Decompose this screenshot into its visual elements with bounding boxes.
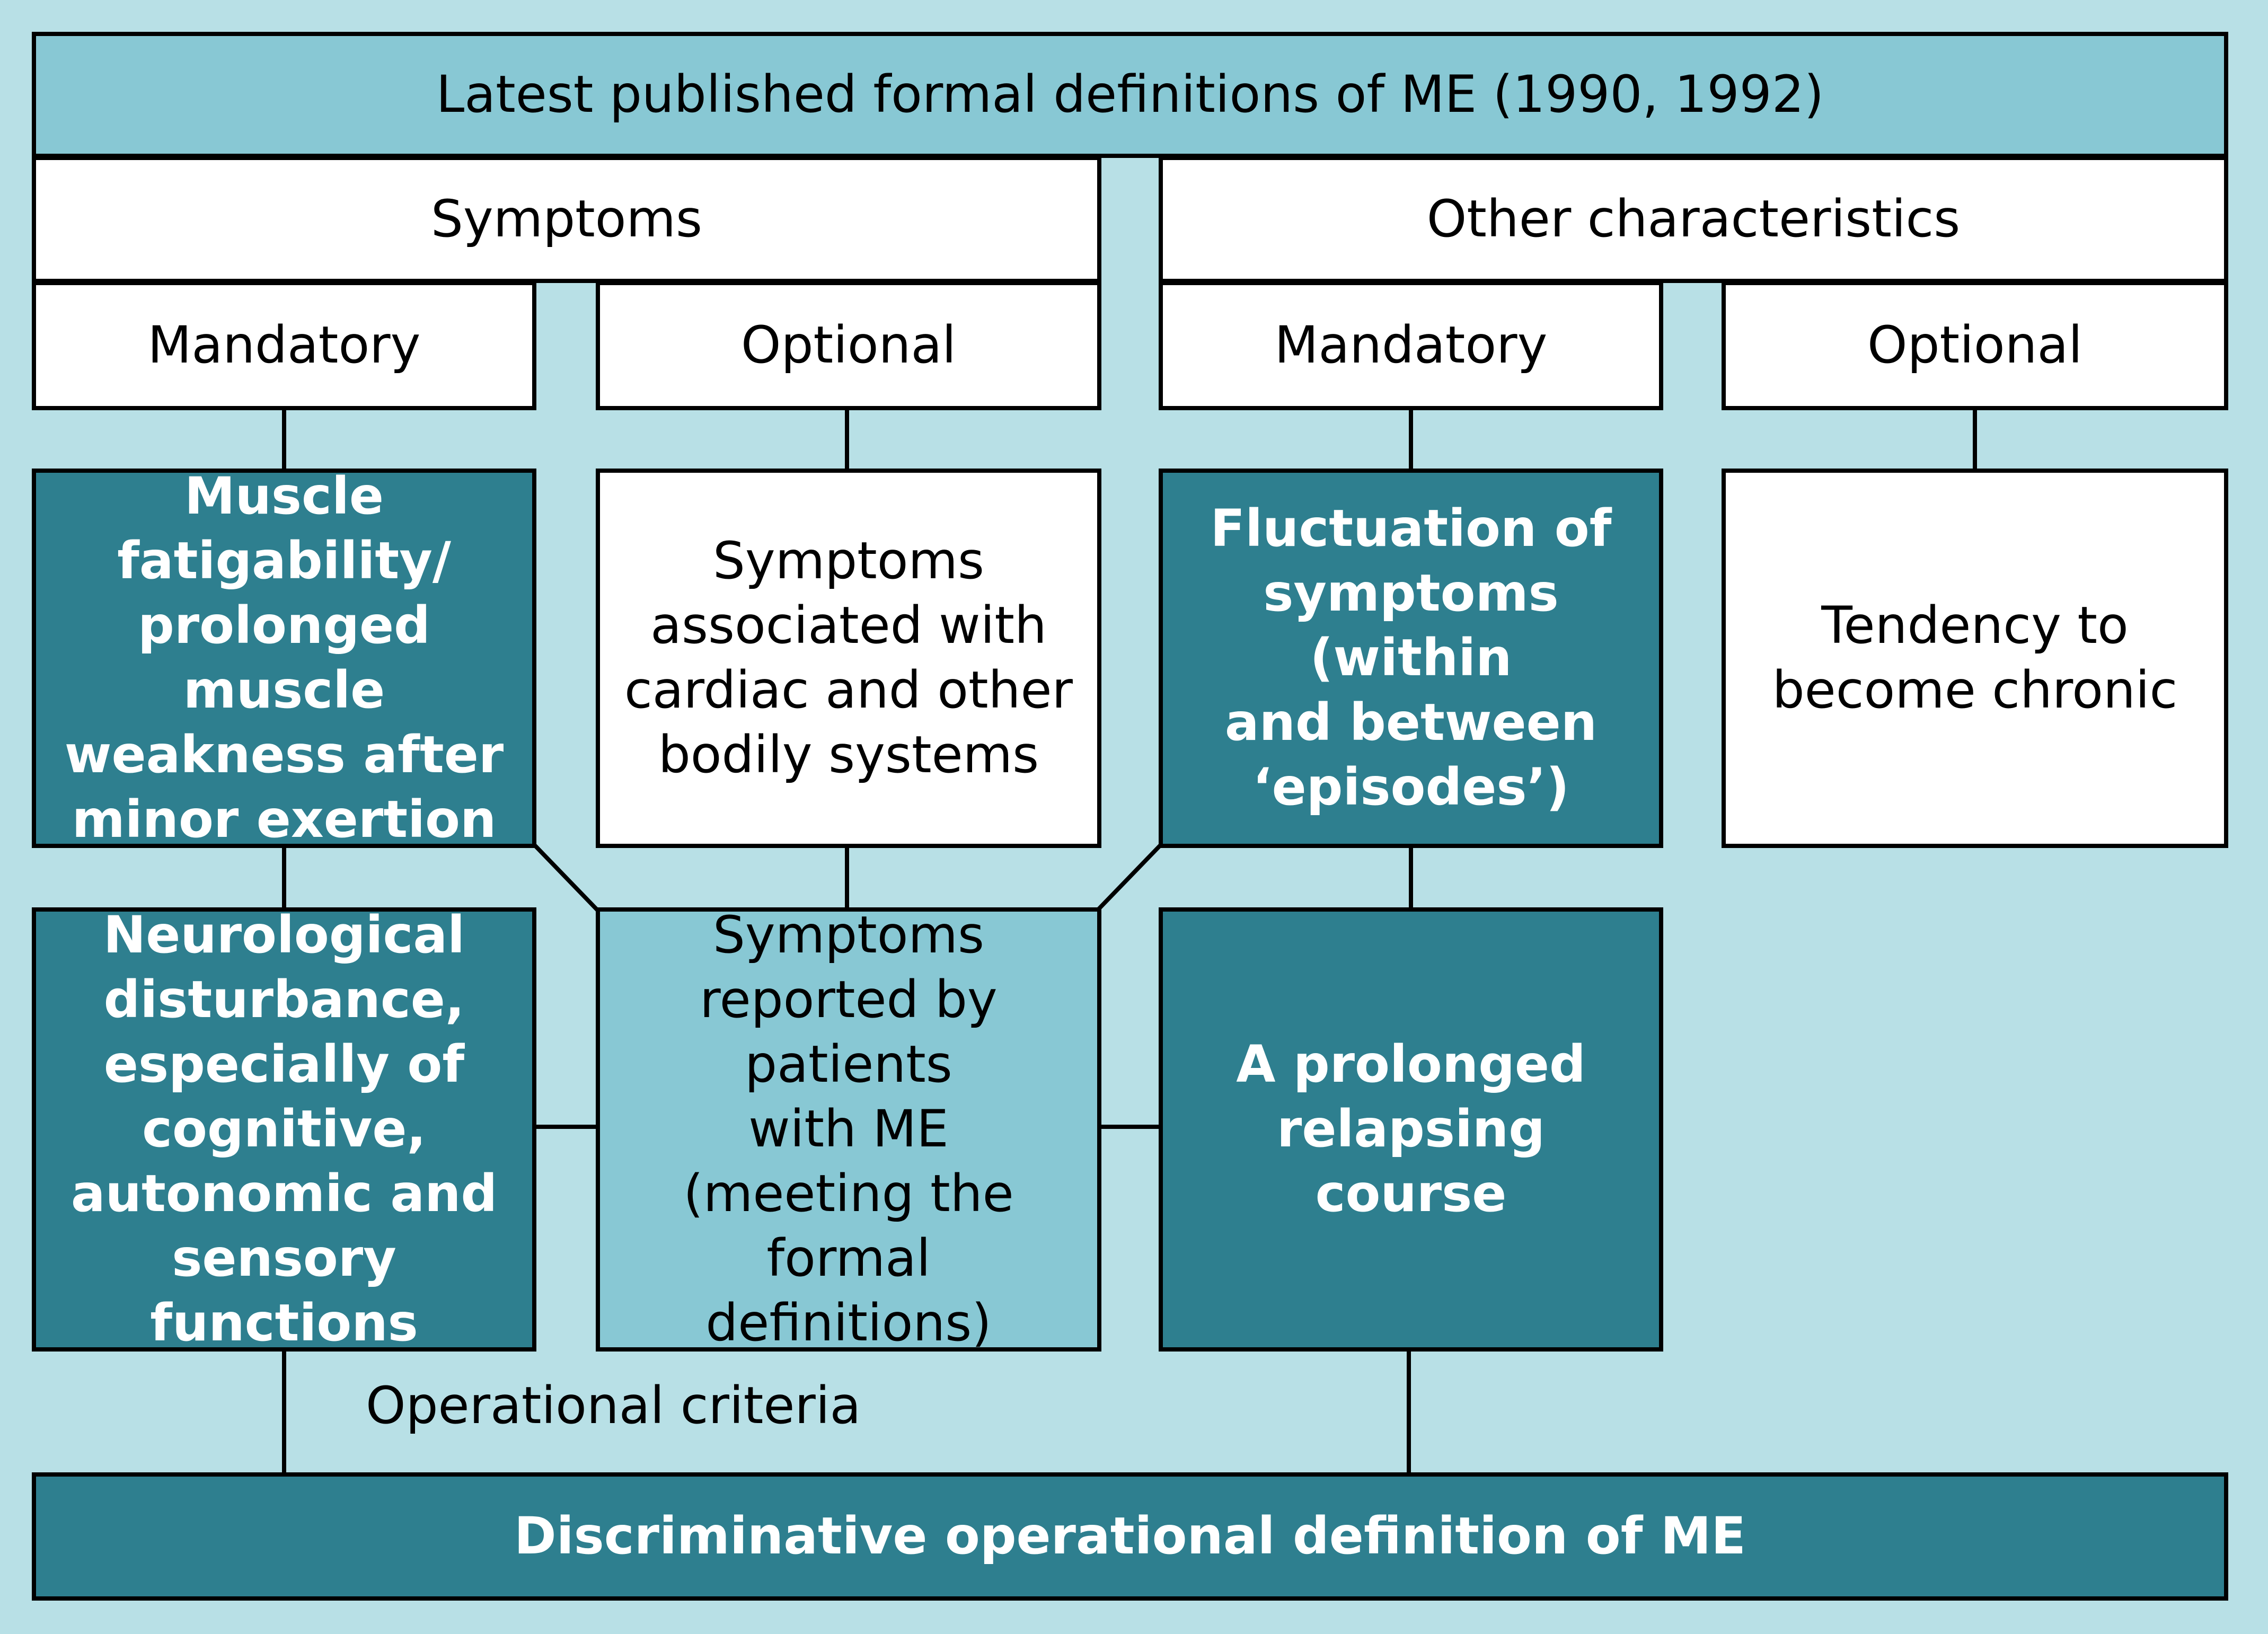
muscle-fatigability-box: Muscle fatigability/ prolonged muscle we… <box>32 466 536 849</box>
symptoms-header: Symptoms <box>430 189 703 249</box>
connector-muscle-neuro <box>282 847 286 909</box>
connector-oth-mandatory <box>1409 408 1413 471</box>
connector-sym-optional <box>845 408 849 471</box>
sym-mandatory-box: Mandatory <box>32 281 536 410</box>
connector-neuro-reported <box>534 1125 598 1129</box>
top-title: Latest published formal definitions of M… <box>436 65 1824 125</box>
connector-muscle-reported <box>533 843 599 912</box>
sym-mandatory-label: Mandatory <box>147 315 421 375</box>
relapsing-course-text: A prolonged relapsing course <box>1236 1035 1586 1223</box>
other-header-box: Other characteristics <box>1159 156 2228 283</box>
chronic-box: Tendency to become chronic <box>1722 469 2228 848</box>
connector-relapsing-bottom <box>1407 1349 1411 1474</box>
chronic-text: Tendency to become chronic <box>1772 596 2178 720</box>
cardiac-symptoms-text: Symptoms associated with cardiac and oth… <box>624 531 1073 784</box>
connector-oth-optional <box>1973 408 1977 471</box>
cardiac-symptoms-box: Symptoms associated with cardiac and oth… <box>596 469 1101 848</box>
neurological-box: Neurological disturbance, especially of … <box>32 905 536 1353</box>
neurological-text: Neurological disturbance, especially of … <box>70 905 498 1353</box>
symptoms-header-box: Symptoms <box>32 156 1101 283</box>
relapsing-course-box: A prolonged relapsing course <box>1159 907 1663 1352</box>
sym-optional-label: Optional <box>741 315 956 375</box>
muscle-fatigability-text: Muscle fatigability/ prolonged muscle we… <box>64 466 504 849</box>
connector-fluct-relapsing <box>1409 847 1413 909</box>
top-title-box: Latest published formal definitions of M… <box>32 32 2228 158</box>
oth-mandatory-label: Mandatory <box>1274 315 1548 375</box>
fluctuation-box: Fluctuation of symptoms (within and betw… <box>1159 469 1663 848</box>
reported-symptoms-text: Symptoms reported by patients with ME (m… <box>683 905 1014 1353</box>
other-header: Other characteristics <box>1426 189 1961 249</box>
connector-fluct-reported <box>1096 843 1162 912</box>
bottom-title: Discriminative operational definition of… <box>514 1506 1746 1566</box>
sym-optional-box: Optional <box>596 281 1101 410</box>
connector-neuro-bottom <box>282 1349 286 1474</box>
oth-mandatory-box: Mandatory <box>1159 281 1663 410</box>
reported-symptoms-box: Symptoms reported by patients with ME (m… <box>596 905 1101 1353</box>
fluctuation-text: Fluctuation of symptoms (within and betw… <box>1210 499 1612 817</box>
oth-optional-box: Optional <box>1722 281 2228 410</box>
oth-optional-label: Optional <box>1867 315 2082 375</box>
operational-criteria-label: Operational criteria <box>366 1376 861 1435</box>
connector-sym-mandatory <box>282 408 286 471</box>
bottom-title-box: Discriminative operational definition of… <box>32 1472 2228 1601</box>
connector-reported-relapsing <box>1097 1125 1161 1129</box>
connector-cardiac-reported <box>845 847 849 909</box>
